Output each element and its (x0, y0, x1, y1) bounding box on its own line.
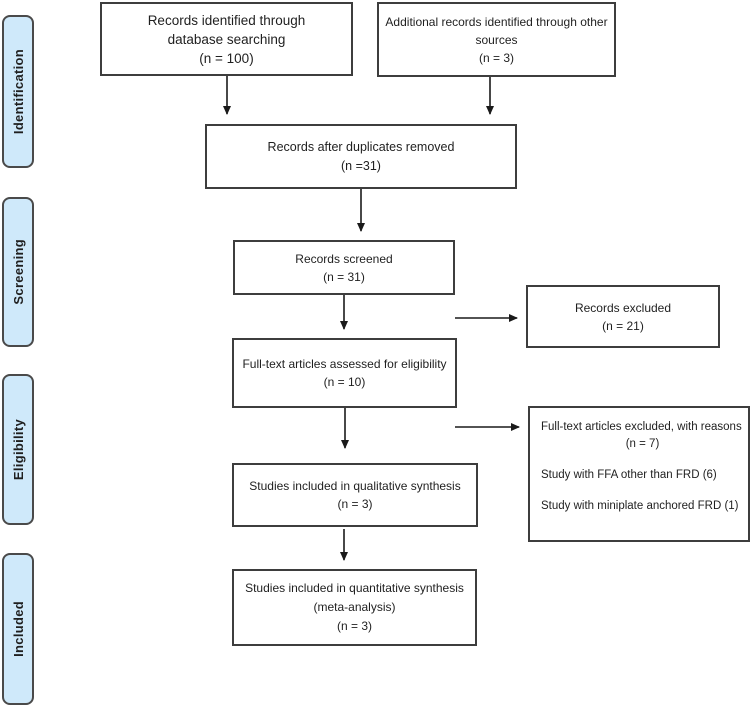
stage-screening: Screening (2, 197, 34, 347)
stage-identification: Identification (2, 15, 34, 168)
stage-eligibility-label: Eligibility (10, 418, 26, 481)
box-records-excluded: Records excluded (n = 21) (526, 285, 720, 348)
box-line: (n = 10) (323, 375, 366, 389)
box-line: Records excluded (574, 300, 672, 315)
box-line: (n =31) (341, 158, 381, 173)
box-line: (n = 21) (602, 318, 644, 333)
box-quantitative-synthesis: Studies included in quantitative synthes… (232, 569, 477, 646)
box-additional-records: Additional records identified through ot… (377, 2, 616, 77)
box-line: Full-text articles assessed for eligibil… (242, 357, 447, 371)
box-records-screened: Records screened (n = 31) (233, 240, 455, 295)
box-records-identified: Records identified through database sear… (100, 2, 353, 76)
box-line: Studies included in quantitative synthes… (245, 581, 464, 595)
box-line: (n = 7) (625, 438, 660, 450)
box-line: Records screened (295, 251, 393, 266)
box-line: (n = 3) (336, 619, 372, 633)
box-line: Records after duplicates removed (267, 139, 455, 154)
stage-eligibility: Eligibility (2, 374, 34, 525)
box-line: (n = 31) (323, 269, 365, 284)
stage-included-label: Included (10, 601, 26, 657)
stage-included: Included (2, 553, 34, 705)
box-line: Studies included in qualitative synthesi… (249, 479, 461, 493)
box-line: sources (475, 32, 518, 47)
box-line: Records identified through (147, 12, 306, 28)
box-line: Additional records identified through ot… (385, 14, 608, 29)
stage-screening-label: Screening (10, 239, 26, 305)
box-line: Full-text articles excluded, with reason… (541, 421, 742, 433)
stage-identification-label: Identification (10, 48, 26, 135)
box-duplicates-removed: Records after duplicates removed (n =31) (205, 124, 517, 189)
exclusion-reason: Study with miniplate anchored FRD (1) (541, 500, 739, 512)
box-fulltext-assessed: Full-text articles assessed for eligibil… (232, 338, 457, 408)
box-fulltext-excluded: Full-text articles excluded, with reason… (528, 406, 750, 542)
box-line: database searching (167, 31, 286, 47)
box-line: (meta-analysis) (313, 600, 396, 614)
box-line: (n = 3) (337, 497, 373, 511)
exclusion-reason: Study with FFA other than FRD (6) (541, 469, 717, 481)
box-line: (n = 100) (199, 50, 254, 66)
box-line: (n = 3) (478, 50, 514, 65)
box-qualitative-synthesis: Studies included in qualitative synthesi… (232, 463, 478, 527)
